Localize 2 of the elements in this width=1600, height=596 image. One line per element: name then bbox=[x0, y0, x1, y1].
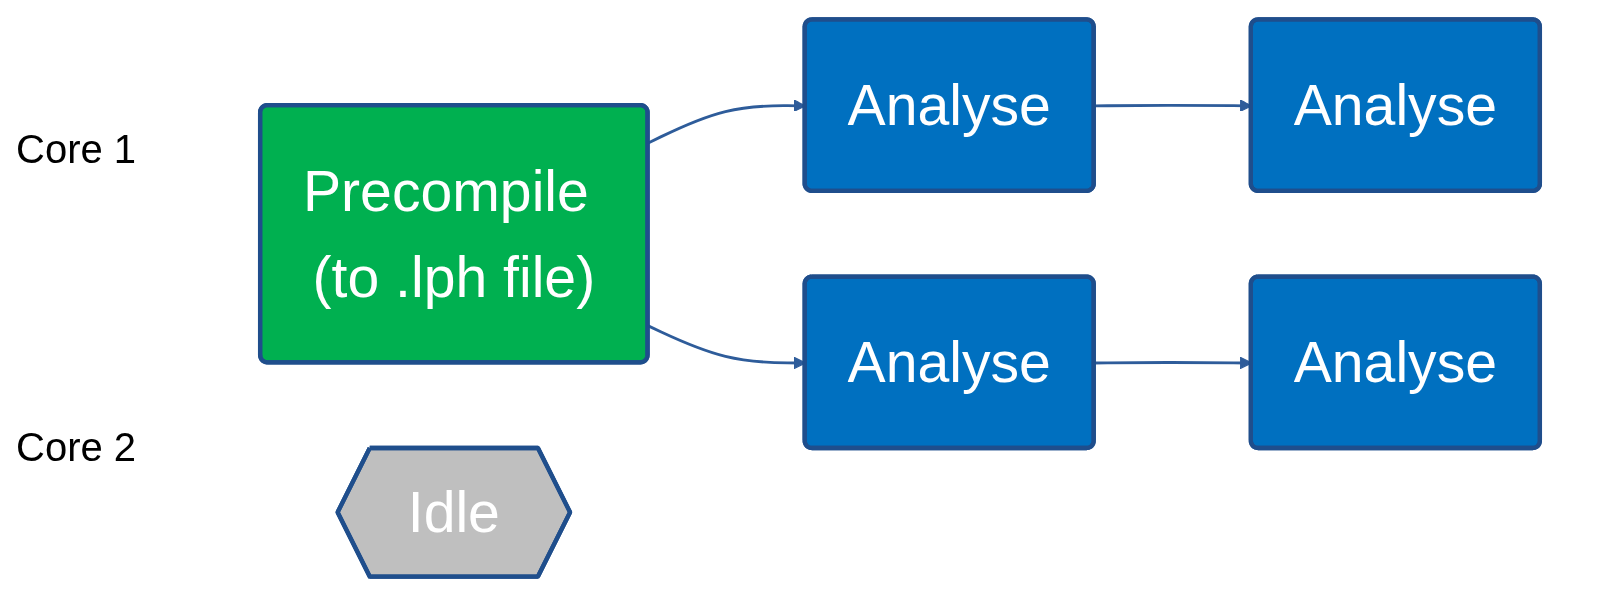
row-label: Core 1 bbox=[16, 126, 138, 172]
row-label: Core 2 bbox=[16, 424, 138, 470]
